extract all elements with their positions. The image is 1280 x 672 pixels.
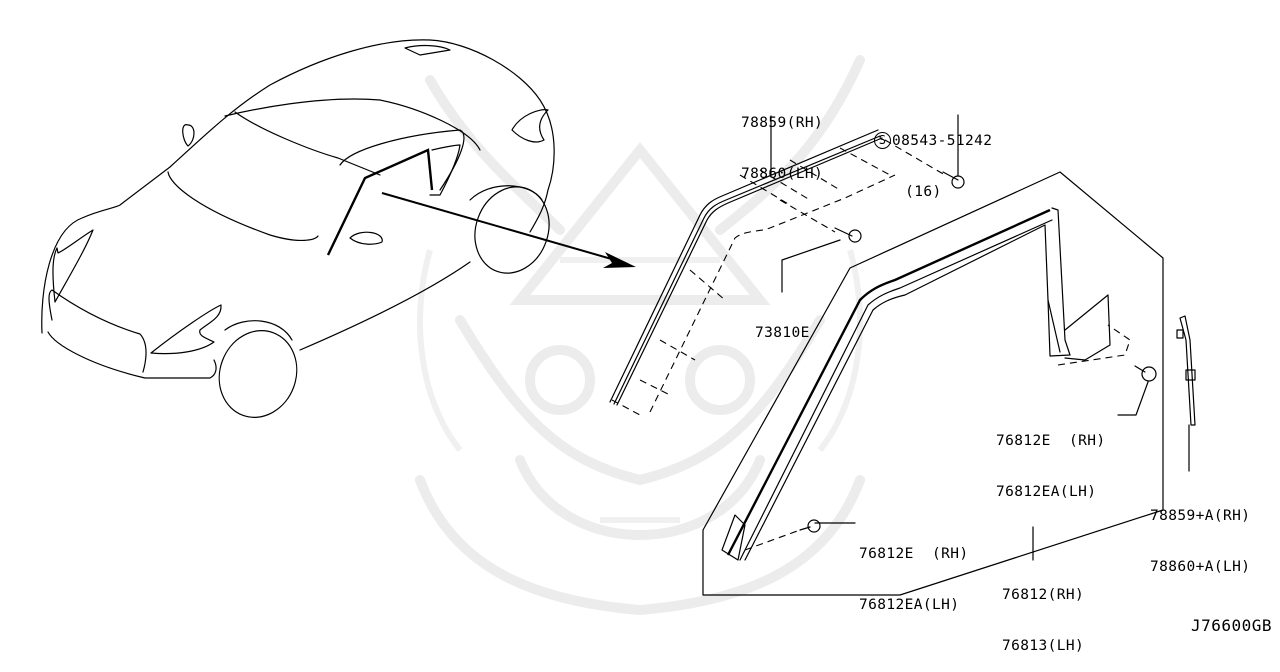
watermark-emblem: [415, 55, 865, 616]
label-screw-mid: 73810E: [755, 325, 810, 341]
standard-part-symbol-icon: S: [874, 132, 891, 149]
label-bracket: 78859+A(RH) 78860+A(LH): [1150, 508, 1251, 575]
diagram-code: J76600GB: [1190, 616, 1272, 635]
door-sash-seal-part: [702, 171, 1164, 596]
screw-icon: [799, 171, 1157, 533]
label-drip-moulding: 78859(RH) 78860(LH): [741, 115, 824, 182]
label-clip-upper: 76812E (RH) 76812EA(LH): [996, 433, 1106, 500]
car-illustration: [41, 39, 555, 418]
pointer-arrow: [381, 192, 636, 268]
leader-lines: [770, 114, 1190, 561]
label-clip-lower: 76812E (RH) 76812EA(LH): [859, 546, 969, 613]
drip-moulding-part: [609, 129, 946, 416]
label-door-sash-seal: 76812(RH) 76813(LH): [1002, 587, 1085, 654]
bracket-part: [1176, 315, 1196, 426]
parts-diagram: [41, 39, 1196, 616]
